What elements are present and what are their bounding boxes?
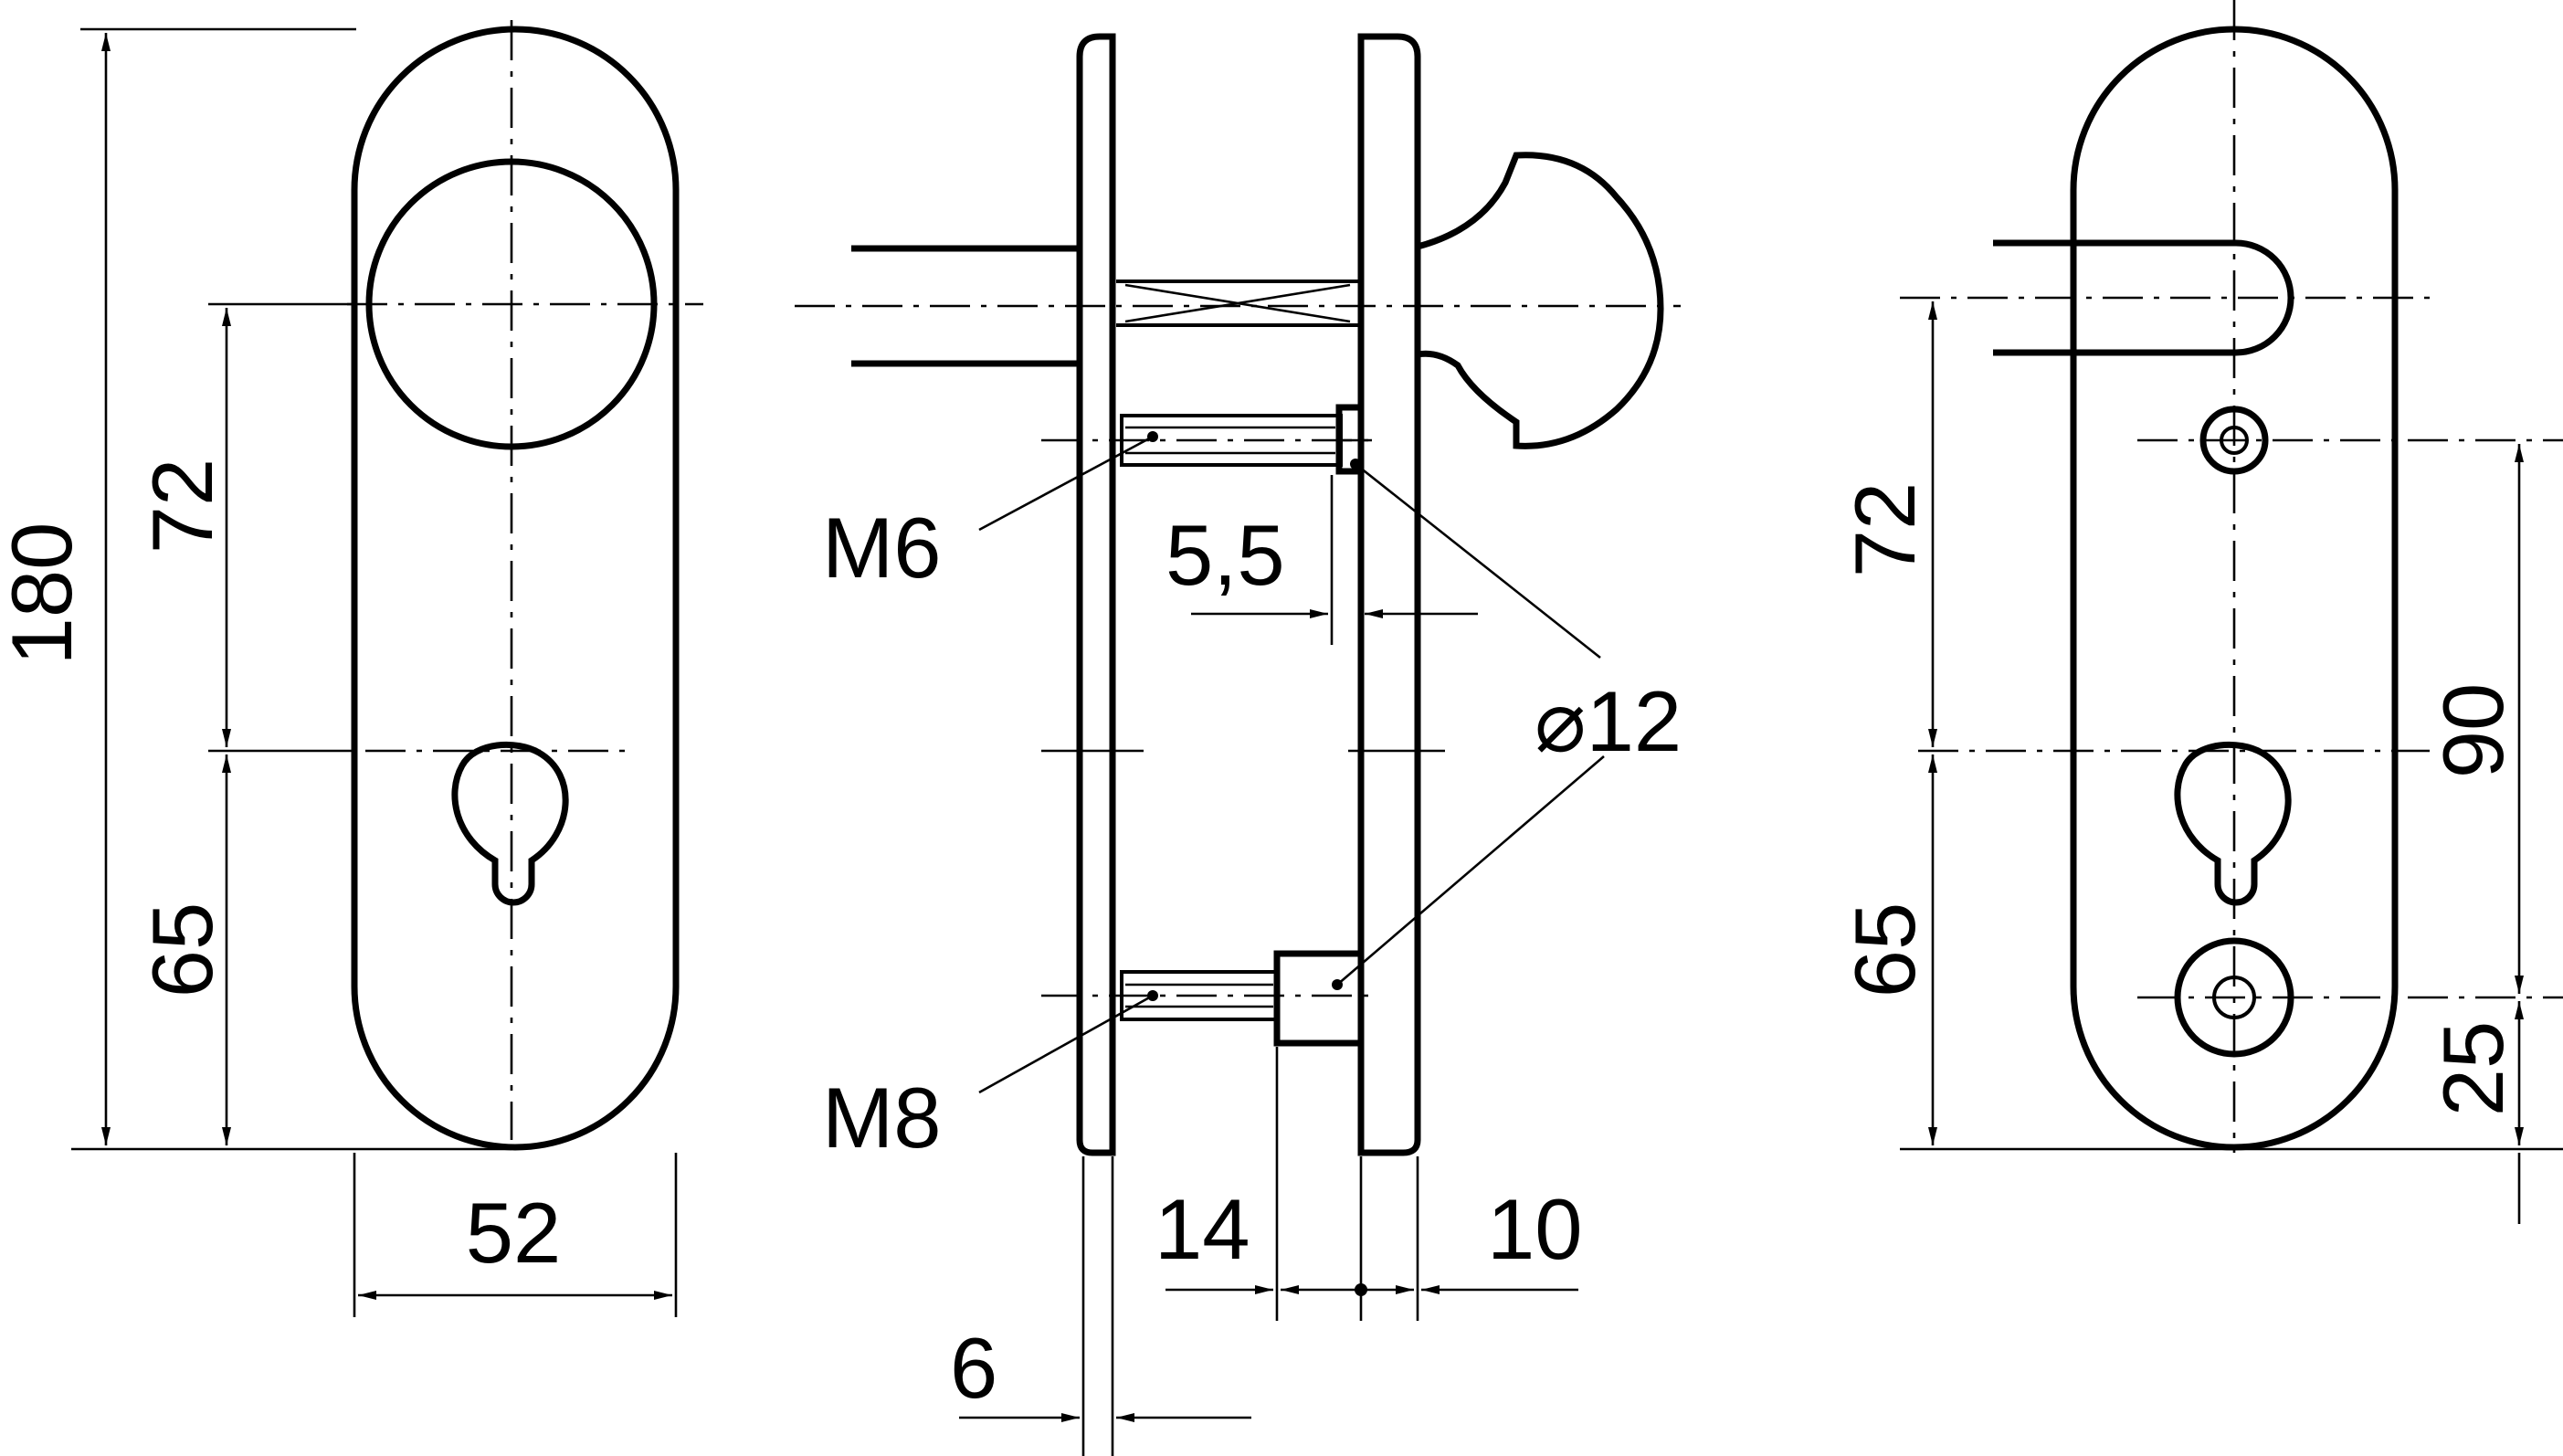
dim-label-55: 5,5 — [1165, 507, 1285, 603]
dim-label-52: 52 — [466, 1185, 562, 1281]
leader-d12-upper — [1355, 462, 1601, 659]
front-escutcheon-outline — [351, 26, 680, 1151]
side-m8-sleeve — [1273, 950, 1365, 1047]
back-keyhole — [2174, 741, 2292, 906]
dim-label-6: 6 — [950, 1320, 997, 1416]
side-m8-threads — [1125, 983, 1273, 1008]
dim-label-front-72: 72 — [134, 459, 230, 554]
dim-label-14: 14 — [1155, 1181, 1250, 1277]
label-m6: M6 — [822, 500, 942, 596]
back-escutcheon-outline — [2070, 26, 2399, 1151]
dim-label-front-65: 65 — [134, 902, 230, 998]
dim-label-back-72: 72 — [1837, 482, 1933, 578]
side-view: M6 M8 5,5 ⌀12 14 10 6 — [795, 33, 1682, 1456]
dim-label-90: 90 — [2425, 683, 2521, 779]
leader-m8 — [978, 994, 1154, 1094]
label-m8: M8 — [822, 1070, 942, 1166]
back-view: 72 65 90 25 — [1837, 0, 2563, 1224]
dim-label-10: 10 — [1487, 1181, 1583, 1277]
front-view: 180 72 65 52 — [0, 20, 703, 1317]
leader-m6 — [978, 435, 1154, 532]
dim-label-back-65: 65 — [1837, 902, 1933, 998]
side-left-plate — [1076, 33, 1116, 1156]
dim-label-25: 25 — [2425, 1021, 2521, 1117]
dim-label-d12: ⌀12 — [1535, 673, 1682, 769]
leader-d12-lower — [1336, 755, 1605, 986]
dim-dot-14-10 — [1355, 1283, 1367, 1296]
dim-label-180: 180 — [0, 522, 90, 666]
side-right-plate — [1357, 33, 1421, 1156]
side-m6-threads — [1125, 426, 1335, 455]
front-keyhole — [451, 741, 569, 906]
side-spindle-cross — [1124, 283, 1351, 323]
side-knob — [1417, 152, 1664, 449]
